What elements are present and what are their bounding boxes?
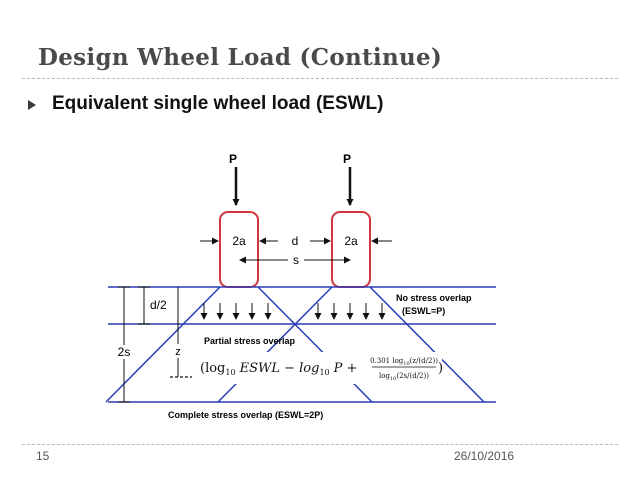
triangle-bullet-icon [28,100,36,110]
stress-line-left-outer [105,286,221,403]
gap-label: d [292,234,299,248]
tire-right [331,211,371,288]
slide-date: 26/10/2016 [454,449,515,463]
depth-z-label: z [175,346,181,358]
load-label-right: P [343,152,351,166]
contact-label-right: 2a [344,234,358,248]
no-overlap-eswl: (ESWL=P) [402,306,445,316]
spacing-label: s [293,253,299,267]
complete-overlap-label: Complete stress overlap (ESWL=2P) [168,410,323,420]
load-label-left: P [229,152,237,166]
bullet-item: Equivalent single wheel load (ESWL) [28,93,384,115]
partial-overlap-label: Partial stress overlap [204,336,296,346]
svg-text:0.301 log10(z/(d/2)): 0.301 log10(z/(d/2)) [370,357,438,367]
footer-divider [22,444,618,445]
tire-left [219,211,259,288]
dim-z-label-bg [173,344,183,358]
depth-half-label: d/2 [150,298,167,312]
slide-title: Design Wheel Load (Continue) [38,44,443,71]
depth-2s-label: 2s [118,345,131,359]
svg-text:log10(2s/(d/2)): log10(2s/(d/2)) [379,372,429,382]
eswl-diagram: P P 2a 2a d s 2s d/2 [105,152,496,420]
bullet-text: Equivalent single wheel load (ESWL) [52,93,384,114]
slide-number: 15 [36,449,50,463]
dim-2s-label-bg [114,345,134,359]
title-divider [22,78,618,79]
stress-arrows-left [200,303,272,320]
no-overlap-label: No stress overlap [396,293,472,303]
svg-text:): ) [438,361,443,376]
stress-arrows-right [314,303,386,320]
formula-bg [196,352,442,384]
dim-d2-label-bg [149,298,173,312]
stress-line-right-outer [369,286,485,403]
contact-label-left: 2a [232,234,246,248]
